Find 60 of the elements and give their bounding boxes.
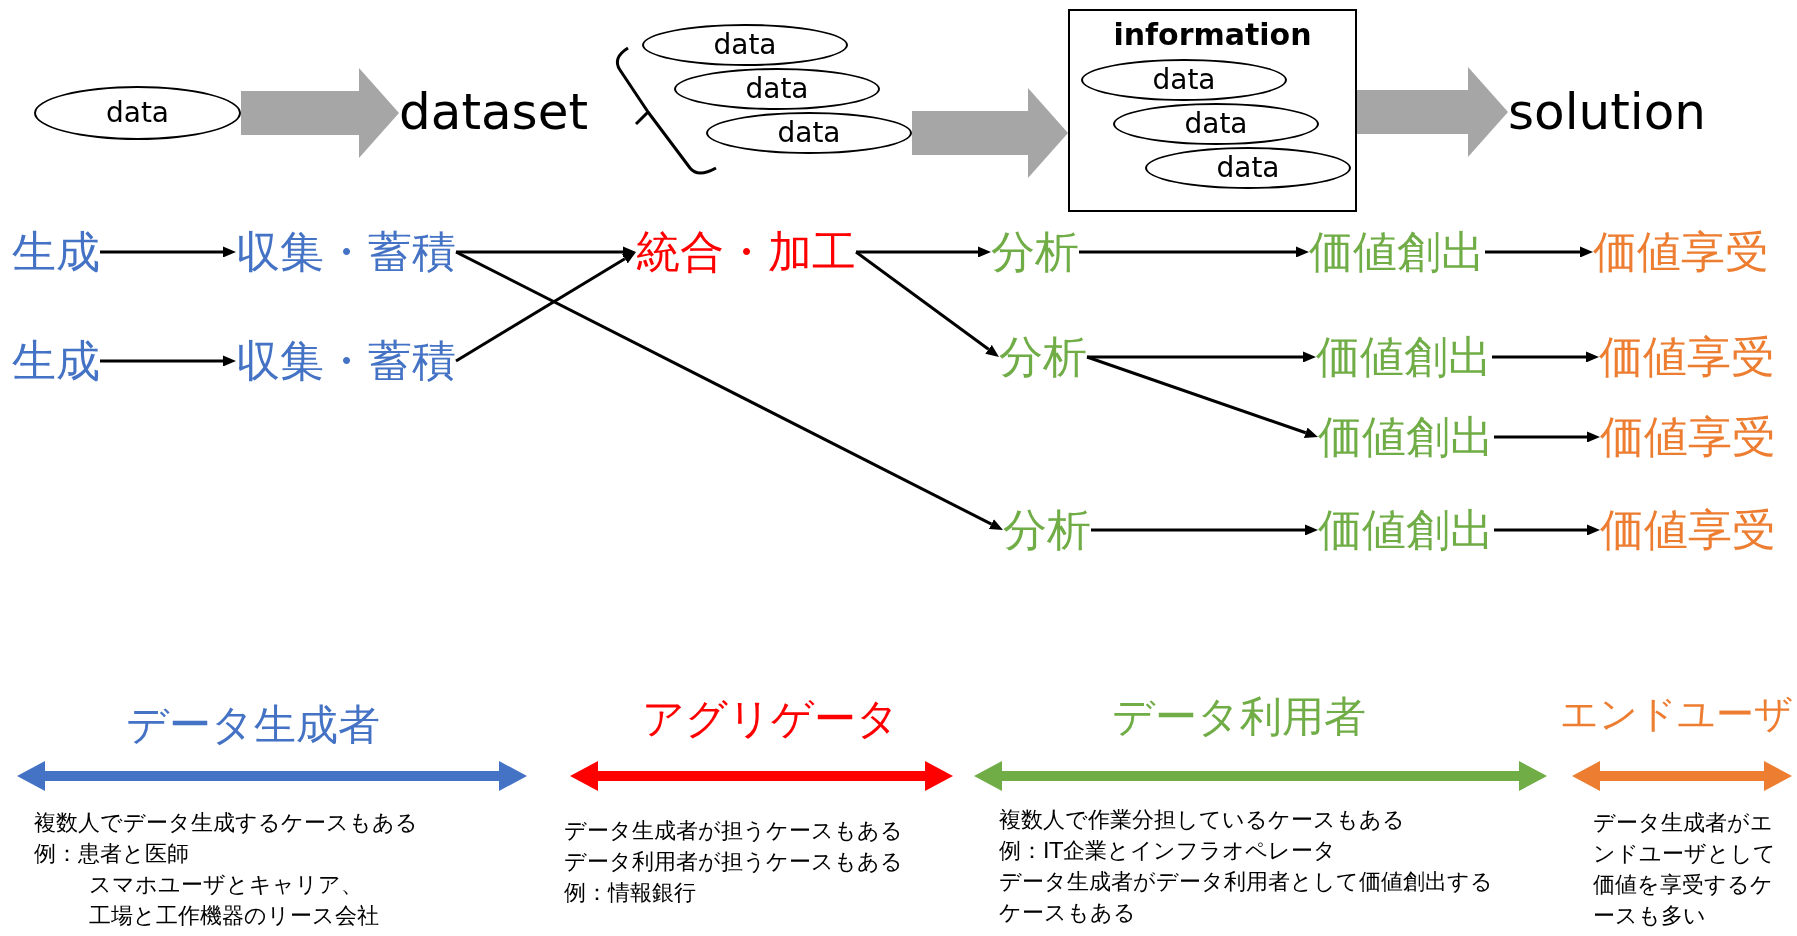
process-label: 生成: [12, 225, 100, 279]
arrow: [1087, 351, 1316, 363]
process-label: 価値享受: [1600, 410, 1776, 464]
process-label: 分析: [991, 225, 1079, 279]
data-ellipse: data: [674, 68, 880, 110]
note-text: データ生成者がデータ利用者として価値創出するケースもある: [999, 868, 1494, 927]
arrow: [456, 246, 636, 258]
process-label: 価値創出: [1316, 330, 1492, 384]
process-label: 価値創出: [1318, 503, 1494, 557]
arrow: [1494, 431, 1600, 443]
note-text: 工場と工作機器のリース会社: [89, 902, 379, 930]
note-text: スマホユーザとキャリア、: [89, 871, 363, 899]
process-label: 生成: [12, 334, 100, 388]
note-text: 複数人でデータ生成するケースもある: [34, 809, 418, 837]
note-text: データ利用者が担うケースもある: [564, 848, 903, 876]
block-arrow: [241, 68, 399, 158]
arrow: [455, 252, 636, 363]
block-arrow: [1357, 67, 1508, 157]
process-label: 価値享受: [1599, 330, 1775, 384]
box-title: information: [1112, 17, 1313, 53]
note-text: 例：IT企業とインフラオペレータ: [999, 837, 1336, 865]
arrow: [1494, 524, 1600, 536]
note-text: データ生成者が担うケースもある: [564, 817, 903, 845]
process-label: 収集・蓄積: [236, 334, 456, 388]
data-ellipse: data: [706, 112, 912, 154]
process-label: 価値創出: [1309, 225, 1485, 279]
arrow: [1485, 246, 1593, 258]
note-text: データ生成者がエンドユーザとして価値を享受するケースも多い: [1593, 809, 1777, 930]
stage-label: dataset: [399, 82, 589, 142]
note-text: 複数人で作業分担しているケースもある: [999, 806, 1405, 834]
note-text: 例：情報銀行: [564, 879, 696, 907]
arrow: [100, 246, 236, 258]
stage-label: solution: [1508, 82, 1706, 142]
information-box: [1068, 9, 1357, 212]
note-text: 例：患者と医師: [34, 840, 189, 868]
arrow: [1079, 246, 1309, 258]
process-label: 分析: [1003, 503, 1091, 557]
arrow: [1086, 355, 1318, 438]
arrow: [1492, 351, 1599, 363]
block-arrow: [912, 88, 1068, 178]
arrow: [455, 250, 1003, 530]
data-ellipse: data: [1113, 103, 1319, 145]
data-ellipse: data: [1145, 147, 1351, 189]
role-heading: エンドユーザ: [1560, 692, 1793, 738]
role-heading: データ利用者: [1112, 692, 1366, 743]
process-label: 価値享受: [1600, 503, 1776, 557]
process-label: 統合・加工: [636, 225, 856, 279]
arrow: [856, 246, 991, 258]
data-ellipse: data: [1081, 59, 1287, 101]
arrow: [100, 355, 236, 367]
process-label: 分析: [999, 330, 1087, 384]
role-heading: アグリゲータ: [642, 694, 899, 745]
arrow: [855, 250, 999, 357]
role-heading: データ生成者: [126, 700, 380, 751]
data-ellipse: data: [34, 86, 241, 140]
process-label: 価値創出: [1318, 410, 1494, 464]
process-label: 価値享受: [1593, 225, 1769, 279]
arrow: [1091, 524, 1318, 536]
process-label: 収集・蓄積: [236, 225, 456, 279]
data-ellipse: data: [642, 24, 848, 66]
